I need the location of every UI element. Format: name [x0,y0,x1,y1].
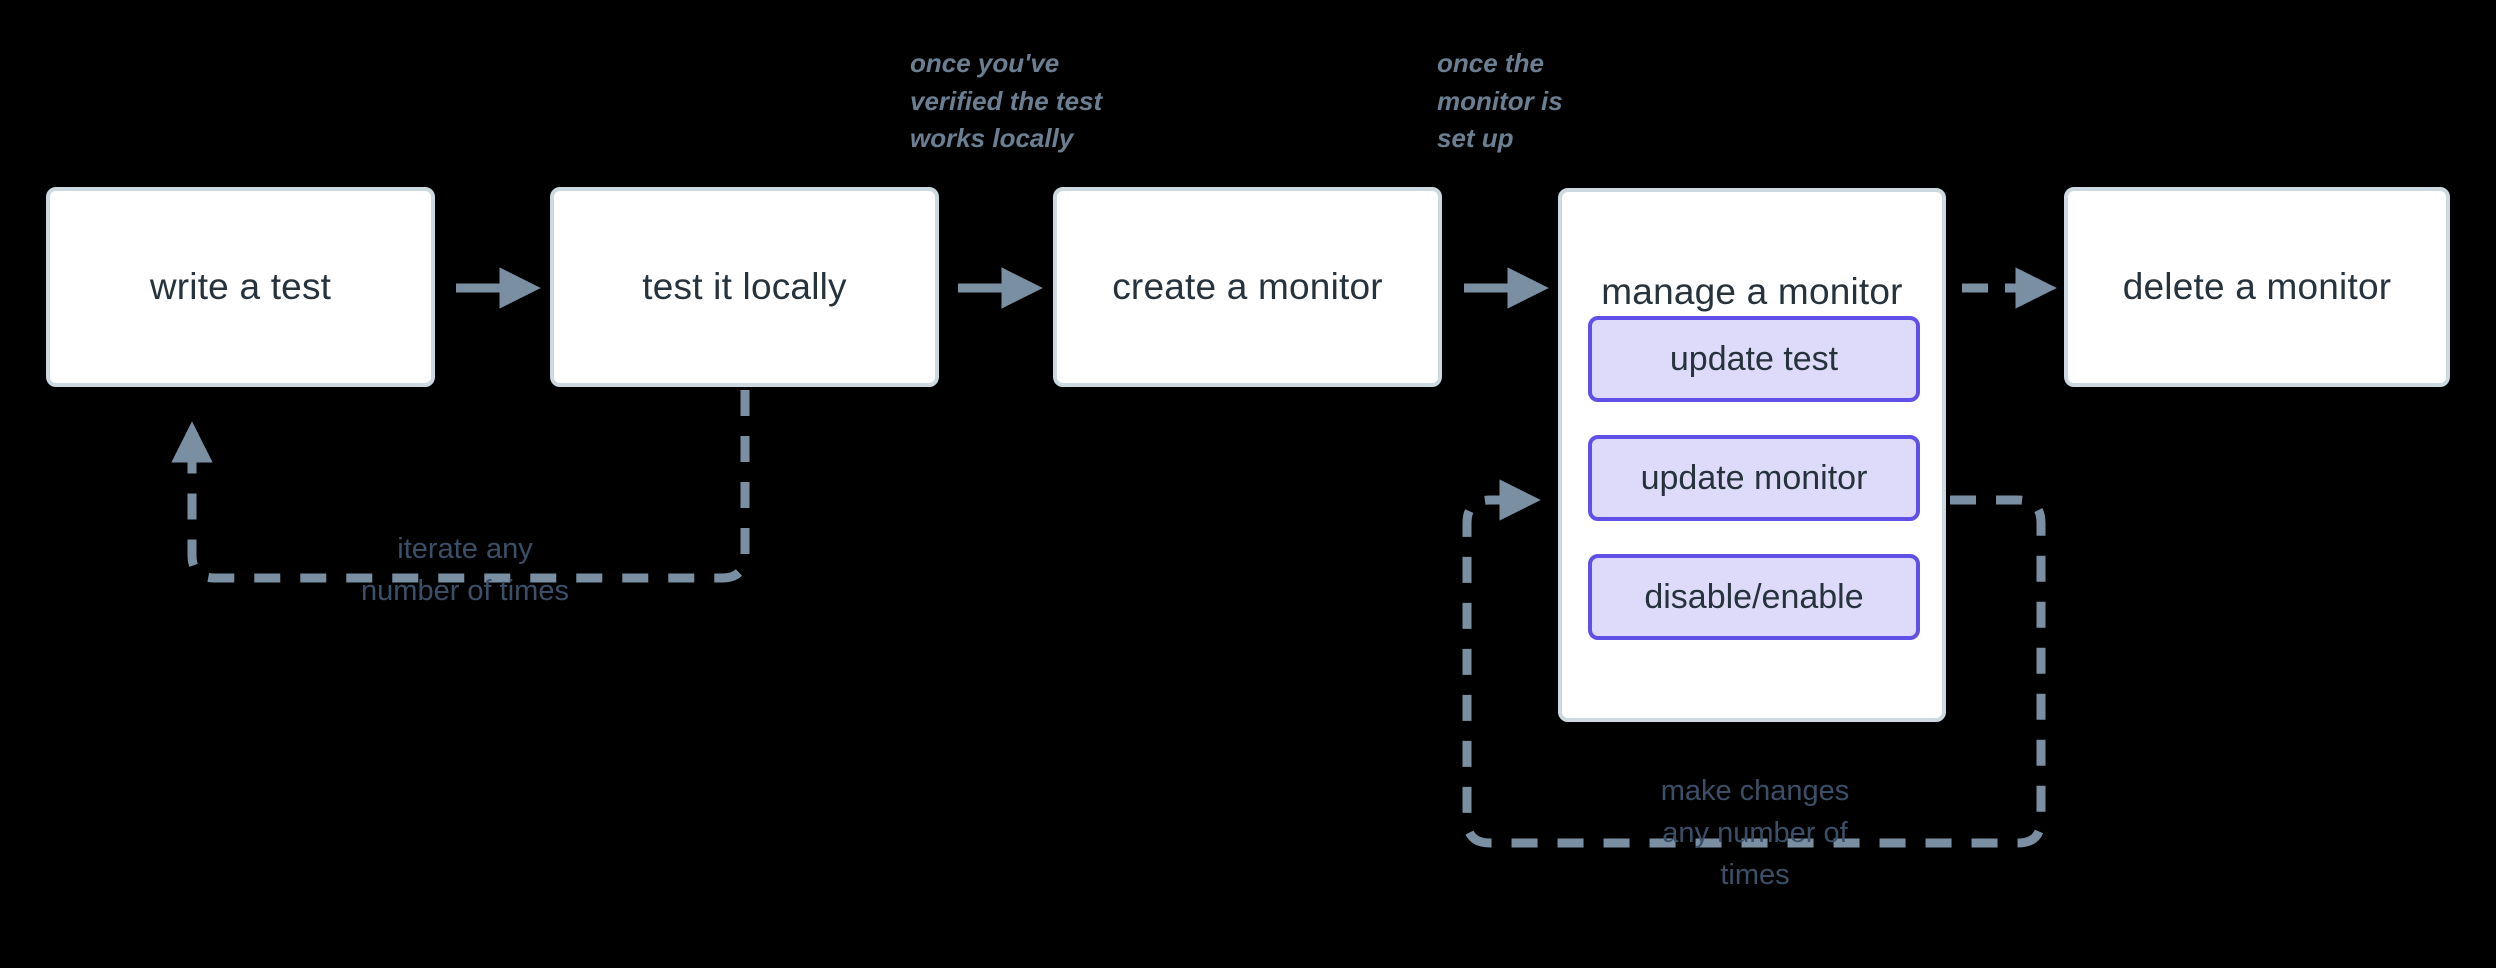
node-label-write-a-test: write a test [149,265,332,307]
node-write-a-test[interactable]: write a test [46,187,435,387]
subnode-label-disable-enable: disable/enable [1644,577,1864,616]
loop-note-changes: make changes any number of times [1660,775,1850,892]
subnode-disable-enable[interactable]: disable/enable [1588,554,1920,640]
node-label-test-it-locally: test it locally [642,265,847,307]
node-delete-a-monitor[interactable]: delete a monitor [2064,187,2450,387]
node-test-it-locally[interactable]: test it locally [550,187,939,387]
subnode-label-update-test: update test [1669,339,1839,378]
edge-note-verified: once you've verified the test works loca… [910,48,1103,154]
subnode-label-update-monitor: update monitor [1640,458,1868,497]
edge-note-setup: once the monitor is set up [1437,48,1563,154]
node-label-create-a-monitor: create a monitor [1112,265,1383,307]
node-manage-a-monitor[interactable]: manage a monitor update test update moni… [1558,188,1946,722]
node-create-a-monitor[interactable]: create a monitor [1053,187,1442,387]
loop-note-iterate: iterate any number of times [361,533,569,608]
node-label-manage-a-monitor: manage a monitor [1601,271,1903,312]
node-label-delete-a-monitor: delete a monitor [2122,265,2392,307]
subnode-update-monitor[interactable]: update monitor [1588,435,1920,521]
subnode-update-test[interactable]: update test [1588,316,1920,402]
